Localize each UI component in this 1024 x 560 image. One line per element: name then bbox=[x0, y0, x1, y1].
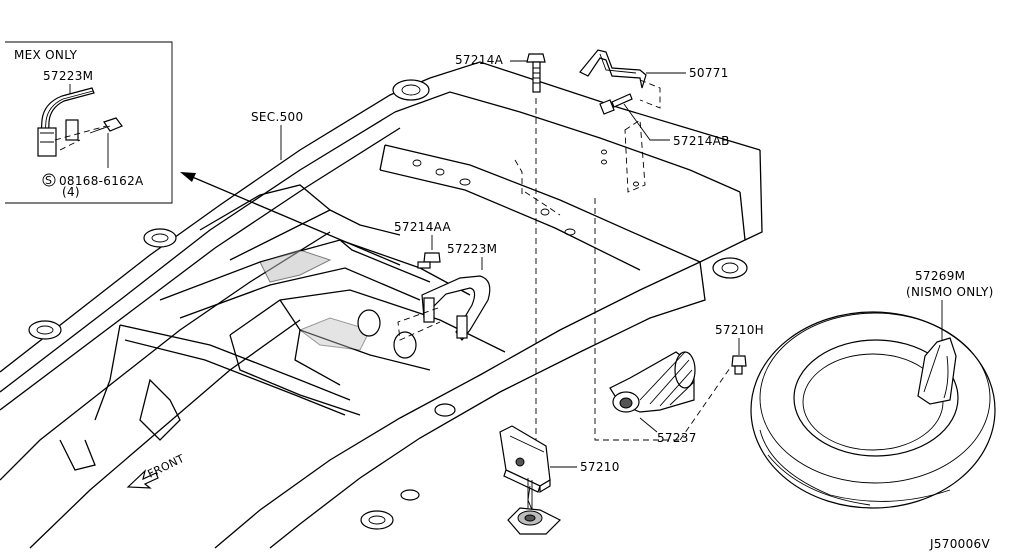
sec500-label: SEC.500 bbox=[251, 110, 303, 124]
cone-57237-icon bbox=[609, 351, 696, 413]
diagram-id: J570006V bbox=[929, 537, 990, 551]
label-57269M: 57269M bbox=[915, 269, 965, 283]
label-nismo-only: (NISMO ONLY) bbox=[906, 285, 994, 299]
label-57237: 57237 bbox=[657, 431, 697, 445]
label-50771: 50771 bbox=[689, 66, 729, 80]
label-57214AB: 57214AB bbox=[673, 134, 730, 148]
inset-part-label: 57223M bbox=[43, 69, 93, 83]
strap-57269M-icon bbox=[917, 337, 957, 405]
bracket-57223M-icon bbox=[421, 275, 491, 341]
inset-bracket-icon bbox=[37, 87, 95, 157]
hoist-hook-icon bbox=[507, 485, 562, 535]
bolt-57214A-icon bbox=[526, 53, 546, 93]
front-label: FRONT bbox=[146, 452, 187, 481]
hoist-57210-icon bbox=[499, 425, 551, 510]
inset-arrow bbox=[180, 172, 401, 266]
spare-tire-icon bbox=[750, 311, 996, 509]
mex-only-inset: MEX ONLY 57223M S 08168-6162A (4) bbox=[5, 41, 173, 204]
inset-bolt-qty: (4) bbox=[62, 185, 80, 199]
label-57214A: 57214A bbox=[455, 53, 504, 67]
inset-bolt-number: 08168-6162A bbox=[59, 174, 144, 188]
bolt-57214AA-icon bbox=[417, 252, 441, 269]
bracket-50771-icon bbox=[579, 49, 647, 89]
inset-bolt-symbol: S bbox=[45, 174, 52, 187]
bolt-57214AB-icon bbox=[599, 93, 633, 115]
vehicle-frame bbox=[0, 61, 763, 549]
label-57214AA: 57214AA bbox=[394, 220, 452, 234]
inset-bolt-icon bbox=[89, 117, 123, 134]
front-arrow-icon bbox=[126, 469, 159, 489]
label-57223M: 57223M bbox=[447, 242, 497, 256]
inset-title: MEX ONLY bbox=[14, 48, 78, 62]
label-57210H: 57210H bbox=[715, 323, 764, 337]
bolt-57210H-icon bbox=[731, 355, 747, 375]
label-57210: 57210 bbox=[580, 460, 620, 474]
